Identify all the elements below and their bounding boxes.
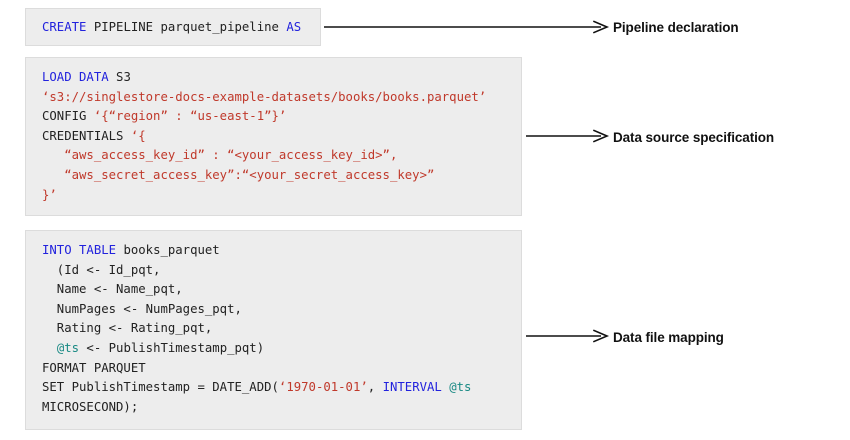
code-line: CONFIG ‘{“region” : “us-east-1”}’: [42, 107, 507, 127]
code-line: FORMAT PARQUET: [42, 359, 507, 379]
code-token-pl: SET PublishTimestamp = DATE_ADD(: [42, 380, 279, 395]
code-token-pl: ,: [367, 380, 383, 395]
code-token-pl: (Id <- Id_pqt,: [42, 262, 161, 277]
arrow-to-pipeline-declaration: [324, 20, 610, 34]
code-line: LOAD DATA S3: [42, 68, 507, 88]
code-block-data-file-mapping[interactable]: INTO TABLE books_parquet (Id <- Id_pqt, …: [25, 230, 522, 430]
code-token-pl: Rating <- Rating_pqt,: [42, 321, 213, 336]
code-line: Rating <- Rating_pqt,: [42, 319, 507, 339]
code-line: NumPages <- NumPages_pqt,: [42, 300, 507, 320]
code-token-str: ‘{: [130, 128, 146, 143]
code-block-pipeline-declaration[interactable]: CREATE PIPELINE parquet_pipeline AS: [25, 8, 321, 46]
code-line: (Id <- Id_pqt,: [42, 261, 507, 281]
code-line: Name <- Name_pqt,: [42, 280, 507, 300]
code-token-str: ‘1970-01-01’: [278, 380, 368, 395]
code-token-pl: <- PublishTimestamp_pqt): [79, 340, 265, 355]
code-token-pl: MICROSECOND);: [42, 399, 139, 414]
code-block-data-source-specification[interactable]: LOAD DATA S3‘s3://singlestore-docs-examp…: [25, 57, 522, 216]
code-token-pl: CONFIG: [42, 109, 94, 124]
code-token-kw: INTERVAL: [382, 380, 442, 395]
annotation-label-data-file-mapping: Data file mapping: [613, 330, 724, 345]
code-line: }’: [42, 186, 507, 206]
code-line: CREATE PIPELINE parquet_pipeline AS: [42, 18, 306, 38]
code-token-var: @ts: [449, 380, 472, 395]
annotation-label-pipeline-declaration: Pipeline declaration: [613, 20, 739, 35]
code-token-str: ‘{“region” : “us-east-1”}’: [93, 109, 287, 124]
code-line: “aws_secret_access_key”:“<your_secret_ac…: [42, 166, 507, 186]
code-token-pl: CREDENTIALS: [42, 128, 131, 143]
code-line: INTO TABLE books_parquet: [42, 241, 507, 261]
code-token-str: }’: [42, 187, 57, 202]
code-line: “aws_access_key_id” : “<your_access_key_…: [42, 146, 507, 166]
code-token-str: ‘s3://singlestore-docs-example-datasets/…: [42, 89, 487, 104]
code-line: MICROSECOND);: [42, 398, 507, 418]
code-line: CREDENTIALS ‘{: [42, 127, 507, 147]
code-token-pl: Name <- Name_pqt,: [42, 282, 183, 297]
code-token-pl: FORMAT PARQUET: [42, 360, 146, 375]
code-token-kw: INTO TABLE: [42, 243, 117, 257]
code-token-pl: books_parquet: [116, 243, 220, 257]
code-token-kw: CREATE: [42, 20, 87, 34]
code-token-str: “aws_access_key_id” : “<your_access_key_…: [42, 148, 398, 163]
code-token-pl: S3: [108, 70, 131, 84]
code-token-kw: LOAD DATA: [42, 70, 109, 84]
code-token-kw: AS: [286, 20, 302, 34]
arrow-to-data-source-specification: [526, 129, 610, 143]
annotation-label-data-source-specification: Data source specification: [613, 130, 775, 145]
code-token-var: @ts: [56, 340, 80, 355]
code-line: SET PublishTimestamp = DATE_ADD(‘1970-01…: [42, 378, 507, 398]
code-line: @ts <- PublishTimestamp_pqt): [42, 339, 507, 359]
arrow-to-data-file-mapping: [526, 329, 610, 343]
code-token-pl: NumPages <- NumPages_pqt,: [42, 301, 242, 316]
code-line: ‘s3://singlestore-docs-example-datasets/…: [42, 88, 507, 108]
code-token-str: “aws_secret_access_key”:“<your_secret_ac…: [42, 167, 435, 182]
code-token-pl: [42, 341, 57, 355]
code-token-pl: PIPELINE parquet_pipeline: [86, 20, 287, 34]
